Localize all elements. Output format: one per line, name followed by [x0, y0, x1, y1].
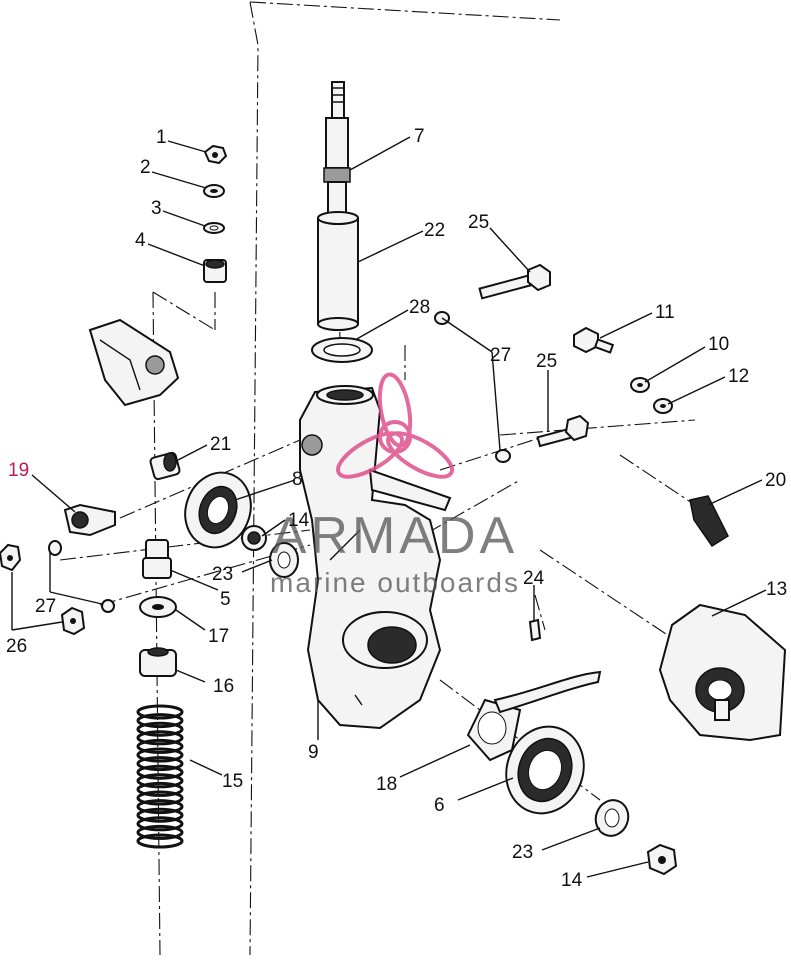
callout-4: 4 [135, 230, 146, 251]
nut-part-26 [0, 543, 22, 572]
callout-19: 19 [8, 460, 29, 481]
callout-16: 16 [213, 676, 234, 697]
callout-8: 8 [292, 469, 303, 490]
washer-part-17 [139, 596, 177, 618]
watermark: ARMADA marine outboards [270, 372, 520, 598]
spring-coil [136, 738, 184, 754]
strap-part [493, 670, 602, 714]
callout-25-upper: 25 [468, 212, 489, 233]
callout-12: 12 [728, 366, 749, 387]
spring-coil [136, 781, 184, 797]
callout-27-left: 27 [35, 596, 56, 617]
callout-2: 2 [140, 157, 151, 178]
housing-part-9 [299, 385, 452, 730]
washer-part-12 [653, 398, 673, 414]
spring-coil [136, 773, 184, 789]
callout-18: 18 [376, 774, 397, 795]
washer-part-2 [203, 184, 225, 198]
callout-20: 20 [765, 470, 786, 491]
callout-1: 1 [156, 127, 167, 148]
callout-17: 17 [208, 626, 229, 647]
spring-coil [136, 790, 184, 806]
nut-part-14-upper [241, 525, 267, 551]
callout-11: 11 [655, 302, 675, 323]
spring-coil [136, 721, 184, 737]
pin-part-24 [528, 618, 542, 642]
bolt-part-25-upper [478, 263, 551, 300]
spring-coil [136, 756, 184, 772]
block-part-20 [689, 495, 729, 548]
bearing-part-8 [184, 471, 252, 549]
callout-14-lower: 14 [561, 870, 583, 891]
nut-part-4 [203, 259, 227, 283]
callout-9: 9 [308, 742, 319, 763]
washer-part-23-lower [594, 799, 630, 837]
callout-22: 22 [424, 220, 445, 241]
cap-part-16 [139, 647, 177, 677]
callout-26: 26 [6, 636, 27, 657]
watermark-brand: ARMADA [272, 507, 518, 565]
nut-part-1 [203, 144, 228, 165]
mounting-bracket [88, 318, 180, 407]
washer-part-3 [203, 222, 225, 234]
spring-coil [136, 816, 184, 832]
watermark-tagline: marine outboards [270, 567, 520, 598]
spring-coil [136, 764, 184, 780]
callout-24: 24 [523, 568, 545, 589]
callout-10: 10 [708, 334, 729, 355]
spring-coil [136, 807, 184, 823]
callout-6: 6 [434, 795, 445, 816]
bracket-part-13 [658, 603, 787, 742]
callout-labels: 1 2 3 4 7 22 25 28 27 25 11 10 12 20 13 … [6, 126, 787, 891]
callout-7: 7 [414, 126, 425, 147]
spring-coil [136, 713, 184, 729]
bolt-part-11 [573, 326, 615, 354]
nut-part-14-lower [646, 843, 678, 876]
nut-lower-left [60, 606, 86, 636]
callout-23-lower: 23 [512, 842, 533, 863]
washer-part-10 [630, 377, 650, 393]
callout-21: 21 [210, 434, 231, 455]
spring-part-15 [136, 704, 184, 849]
propeller-logo-icon [336, 372, 454, 479]
spring-coil [136, 704, 184, 720]
bushing-part-6 [505, 725, 585, 815]
callout-3: 3 [151, 198, 162, 219]
washer-part-27-left [48, 540, 115, 613]
spring-coil [136, 730, 184, 746]
drive-shaft-part-7 [323, 81, 351, 219]
ring-part-28 [311, 337, 373, 363]
bolt-part-25-lower [536, 414, 590, 448]
sleeve-part-22 [317, 211, 359, 331]
callout-5: 5 [220, 589, 231, 610]
spring-coil [136, 747, 184, 763]
leader-lines [11, 136, 767, 878]
ring-part-18 [466, 698, 522, 762]
callout-27-right: 27 [490, 345, 511, 366]
callout-13: 13 [766, 579, 787, 600]
spring-coil [136, 833, 184, 849]
fitting-part-5 [142, 539, 172, 579]
callout-15: 15 [222, 771, 243, 792]
spring-coil [136, 799, 184, 815]
callout-28: 28 [409, 297, 430, 318]
clamp-part-19 [63, 503, 116, 537]
callout-25-lower: 25 [536, 351, 557, 372]
fitting-part-21 [149, 451, 181, 481]
washer-part-23-middle [269, 542, 299, 578]
callout-23-middle: 23 [212, 564, 233, 585]
callout-14-upper: 14 [288, 510, 310, 531]
washer-part-27-right [434, 311, 511, 463]
spring-coil [136, 824, 184, 840]
